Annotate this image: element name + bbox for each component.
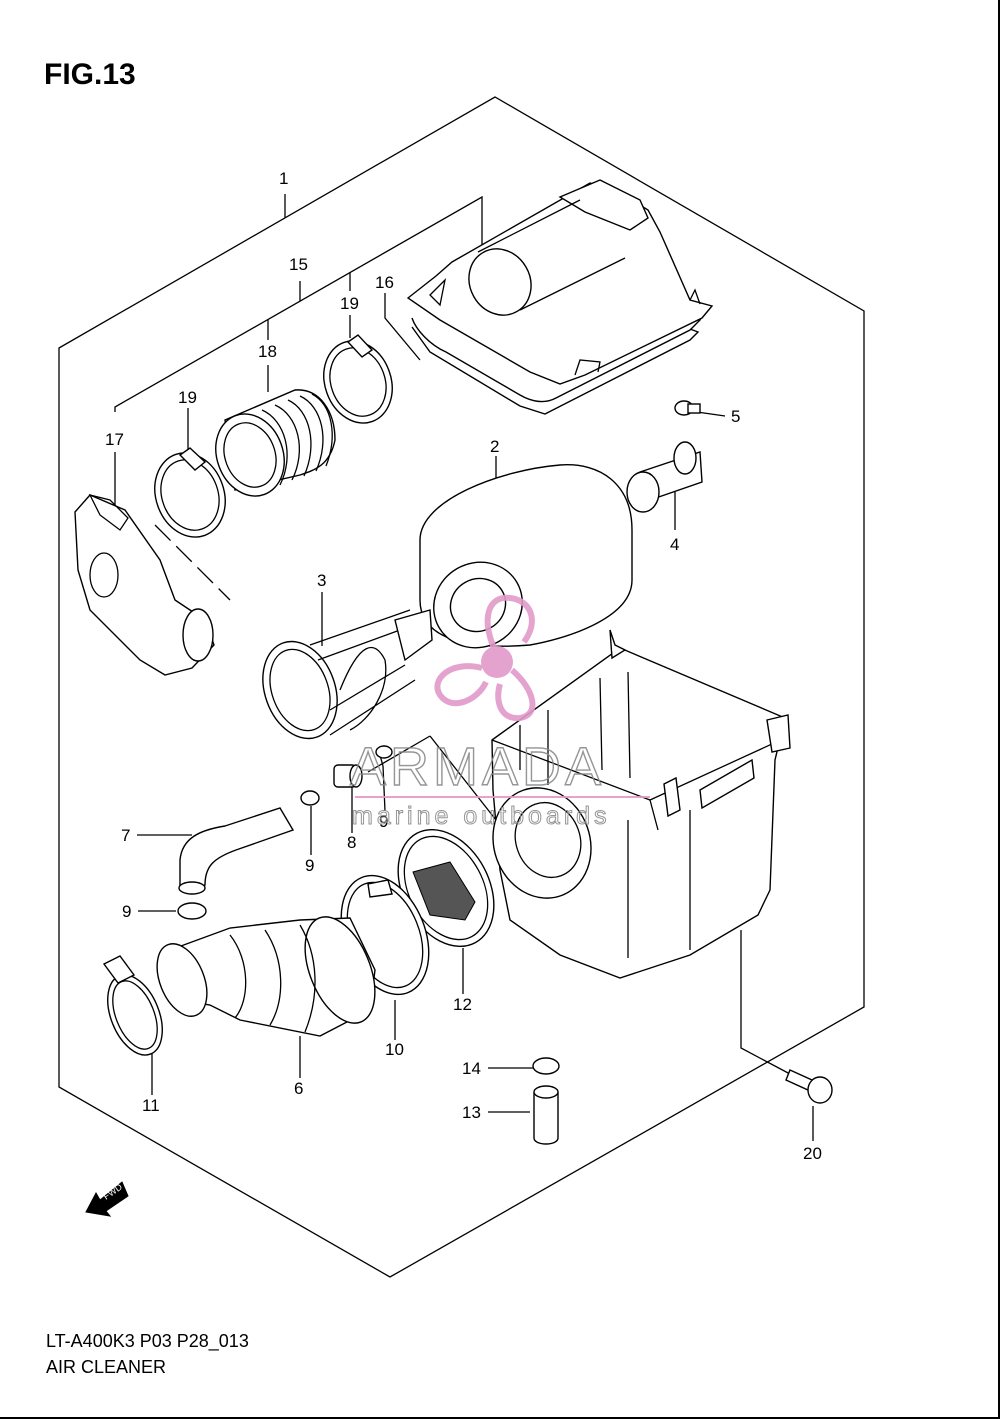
callout-14: 14 — [462, 1059, 481, 1078]
callout-16: 16 — [375, 273, 394, 292]
callout-10: 10 — [385, 1040, 404, 1059]
part-18-bellows — [215, 389, 336, 497]
part-19-clamp-right — [323, 334, 393, 424]
section-name: AIR CLEANER — [46, 1357, 167, 1377]
callout-3: 3 — [317, 571, 326, 590]
part-19-clamp-left — [154, 447, 226, 538]
part-17-intake-duct — [74, 494, 215, 676]
figure-title: FIG.13 — [44, 58, 136, 91]
callout-2: 2 — [490, 437, 499, 456]
callout-labels: 1 2 3 4 5 6 7 8 9 9 9 10 11 12 13 14 15 … — [105, 169, 822, 1163]
watermark-brand: ARMADA — [350, 737, 605, 797]
callout-17: 17 — [105, 430, 124, 449]
callout-9-upper: 9 — [379, 812, 388, 831]
callout-8: 8 — [347, 833, 356, 852]
callout-18: 18 — [258, 342, 277, 361]
part-2-filter-element — [419, 464, 633, 649]
callout-19-right: 19 — [340, 294, 359, 313]
fwd-arrow-icon: FWD — [85, 1181, 129, 1217]
part-12-screen — [397, 828, 495, 948]
part-20-bolt — [785, 1069, 833, 1104]
callout-9-lower: 9 — [122, 902, 131, 921]
part-5-screw — [674, 400, 701, 416]
part-7-hose — [178, 807, 295, 895]
part-4-valve — [626, 441, 703, 513]
callout-9-middle: 9 — [305, 856, 314, 875]
assembly-boundary — [58, 96, 865, 1278]
callout-7: 7 — [121, 826, 130, 845]
part-14-clip — [532, 1057, 560, 1075]
callout-20: 20 — [803, 1144, 822, 1163]
part-13-sleeve — [533, 1085, 559, 1145]
part-9-clip-mid — [300, 790, 320, 806]
callout-13: 13 — [462, 1103, 481, 1122]
part-9-clip-top — [375, 745, 393, 759]
part-6-intake-boot — [156, 916, 376, 1037]
part-16-air-cleaner-cap — [406, 179, 714, 415]
callout-6: 6 — [294, 1079, 303, 1098]
leader-lines — [114, 194, 814, 1141]
propeller-logo-icon — [434, 594, 536, 722]
part-8-fitting — [333, 764, 363, 788]
part-11-clamp — [102, 955, 163, 1056]
callout-4: 4 — [670, 535, 679, 554]
callout-1: 1 — [279, 169, 288, 188]
callout-12: 12 — [453, 995, 472, 1014]
callout-5: 5 — [731, 407, 740, 426]
air-cleaner-case — [491, 629, 791, 979]
callout-11: 11 — [142, 1096, 160, 1115]
part-3-filter-cage — [262, 609, 433, 740]
watermark: ARMADA marine outboards — [349, 594, 650, 831]
model-code: LT-A400K3 P03 P28_013 — [46, 1331, 249, 1351]
callout-15: 15 — [289, 255, 308, 274]
watermark-tagline: marine outboards — [352, 802, 611, 830]
callout-19-left: 19 — [178, 388, 197, 407]
part-9-clip-low — [177, 902, 207, 920]
